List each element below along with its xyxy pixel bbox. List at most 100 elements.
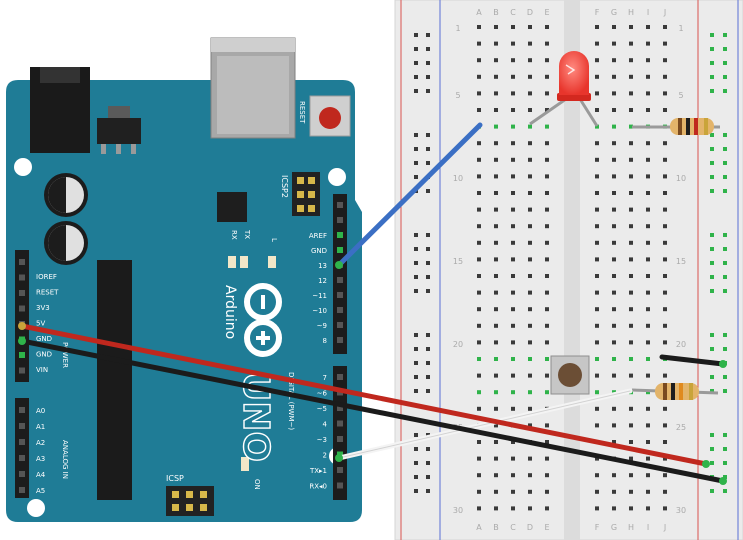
breadboard-hole [528,390,532,395]
breadboard-hole [477,489,481,494]
breadboard-hole [612,357,616,361]
breadboard-hole [663,157,667,162]
breadboard-hole [646,357,650,361]
pushbutton[interactable] [550,355,590,395]
breadboard-hole [663,323,667,328]
power-rail-hole [723,89,727,93]
resistor-band [663,383,667,400]
breadboard-hole [595,191,599,195]
column-letter: C [510,8,516,17]
reset-button[interactable] [309,95,351,137]
breadboard-hole [528,240,532,245]
breadboard-hole [494,489,498,494]
header-pin [19,290,25,296]
wire-end [702,460,710,468]
power-rail-hole [414,33,418,37]
breadboard-hole [629,124,633,129]
breadboard-hole [477,74,481,79]
breadboard-hole [646,340,650,345]
row-number: 1 [455,24,460,33]
breadboard-hole [595,207,599,212]
digital-pin-label: 4 [323,421,328,429]
breadboard-hole [528,257,532,262]
column-letter: I [647,8,649,17]
breadboard-hole [595,58,599,63]
breadboard-hole [612,274,616,278]
icsp2-header [292,172,320,216]
breadboard-hole [528,108,532,112]
power-rail-hole [426,447,430,451]
mounting-hole [27,499,45,517]
column-letter: D [527,8,533,17]
black-wire-ground[interactable] [19,338,726,484]
breadboard-hole [612,290,616,295]
breadboard-hole [477,174,481,179]
breadboard-hole [511,124,515,129]
breadboard-hole [612,58,616,63]
breadboard-hole [494,456,498,461]
red-led[interactable] [529,51,599,127]
breadboard-hole [646,440,650,444]
wire-end [335,454,343,462]
power-rail-hole [426,333,430,337]
breadboard-hole [595,240,599,245]
breadboard-hole [494,340,498,345]
power-rail-hole [426,389,430,393]
breadboard-hole [545,506,549,511]
breadboard-hole [545,157,549,162]
power-rail-hole [723,247,727,251]
digital-header-lower [333,366,347,500]
power-rail-hole [414,47,418,51]
breadboard-hole [494,323,498,328]
digital-pin-label: ~9 [317,322,327,330]
power-rail-hole [723,375,727,379]
breadboard-hole [646,58,650,63]
black-wire-short[interactable] [659,354,726,367]
header-pin [19,367,25,374]
row-number: 1 [678,24,683,33]
breadboard-hole [494,257,498,262]
power-rail-hole [710,261,714,265]
breadboard-hole [545,473,549,478]
breadboard-hole [629,456,633,461]
breadboard-hole [494,91,498,96]
blue-wire[interactable] [336,122,483,268]
column-letter: A [476,523,482,532]
breadboard-hole [477,406,481,411]
breadboard-hole [528,141,532,146]
power-rail-hole [426,475,430,479]
breadboard-hole [646,373,650,378]
red-wire-5v[interactable] [19,323,709,467]
tx-label: TX [243,229,251,239]
breadboard-hole [595,456,599,461]
column-letter: F [595,8,600,17]
breadboard-hole [528,473,532,478]
breadboard-hole [477,240,481,245]
resistor-bottom[interactable] [631,383,719,400]
breadboard-hole [629,440,633,444]
header-pin [337,482,343,489]
power-rail-hole [426,375,430,379]
breadboard-hole [494,506,498,511]
breadboard-hole [646,25,650,29]
column-letter: G [611,523,617,532]
breadboard-hole [545,108,549,112]
resistor-top[interactable] [632,118,720,135]
power-pin-label: GND [36,351,52,359]
breadboard-hole [663,224,667,229]
breadboard-hole [595,340,599,345]
header-pin [19,471,25,477]
breadboard-hole [663,307,667,312]
breadboard-hole [545,207,549,212]
breadboard-hole [494,373,498,378]
breadboard-hole [612,224,616,229]
breadboard-hole [629,157,633,162]
breadboard-hole [646,406,650,411]
breadboard-hole [646,41,650,46]
breadboard-hole [612,406,616,411]
power-rail-hole [710,33,714,37]
power-rail-hole [414,389,418,393]
breadboard-hole [663,489,667,494]
resistor-band [679,383,683,400]
breadboard-hole [629,506,633,511]
